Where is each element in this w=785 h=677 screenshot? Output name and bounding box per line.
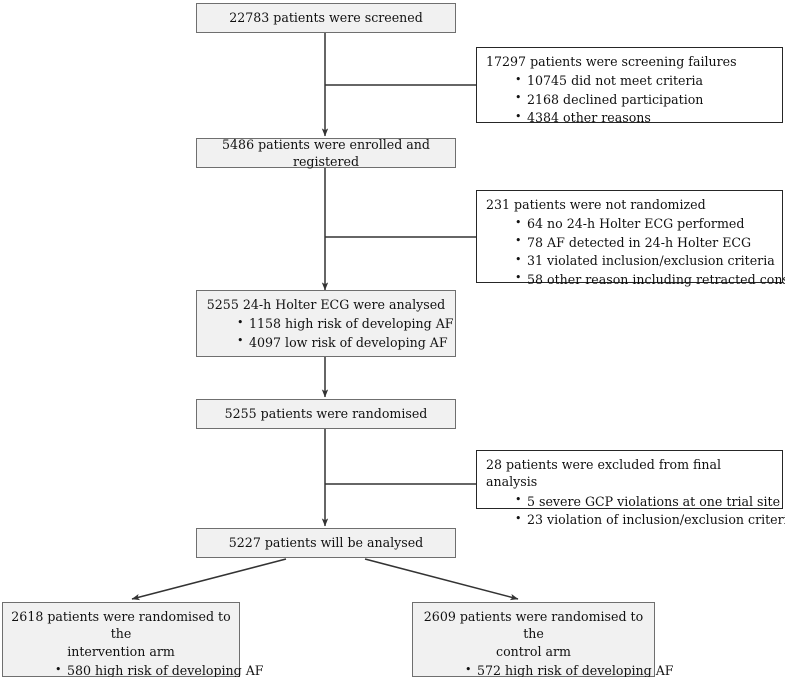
node-randomised: 5255 patients were randomised <box>196 399 456 429</box>
node-holter-analysed-bullets: 1158 high risk of developing AF 4097 low… <box>235 315 455 351</box>
list-item: 5 severe GCP violations at one trial sit… <box>513 492 782 510</box>
node-intervention-arm-bullets: 580 high risk of developing AF 2038 low … <box>53 662 264 677</box>
node-control-arm-bullets: 572 high risk of developing AF 2037 low … <box>463 662 674 677</box>
node-screening-failures: 17297 patients were screening failures 1… <box>476 47 783 126</box>
node-enrolled-title: 5486 patients were enrolled and register… <box>222 136 430 169</box>
node-screened-title: 22783 patients were screened <box>229 10 423 26</box>
node-excluded-bullets: 5 severe GCP violations at one trial sit… <box>513 492 785 529</box>
node-screening-failures-bullets: 10745 did not meet criteria 2168 decline… <box>513 72 782 126</box>
list-item: 4097 low risk of developing AF <box>235 333 455 351</box>
node-intervention-arm: 2618 patients were randomised to the int… <box>2 602 264 677</box>
node-screened: 22783 patients were screened <box>196 3 456 33</box>
list-item: 64 no 24-h Holter ECG performed <box>513 215 782 232</box>
list-item: 572 high risk of developing AF <box>463 662 674 677</box>
list-item: 1158 high risk of developing AF <box>235 315 455 332</box>
node-will-be-analysed: 5227 patients will be analysed <box>196 528 456 558</box>
list-item: 23 violation of inclusion/exclusion crit… <box>513 511 785 528</box>
node-excluded-title: 28 patients were excluded from final ana… <box>486 457 722 490</box>
node-will-be-analysed-title: 5227 patients will be analysed <box>228 535 424 551</box>
list-item: 4384 other reasons <box>513 109 782 126</box>
list-item: 58 other reason including retracted cons… <box>513 270 785 288</box>
node-holter-analysed: 5255 24-h Holter ECG were analysed 1158 … <box>196 290 456 357</box>
node-enrolled: 5486 patients were enrolled and register… <box>196 136 456 169</box>
node-control-arm: 2609 patients were randomised to the con… <box>412 602 674 677</box>
list-item: 31 violated inclusion/exclusion criteria <box>513 252 782 269</box>
node-control-arm-title: 2609 patients were randomised to the con… <box>423 609 644 659</box>
list-item: 78 AF detected in 24-h Holter ECG <box>513 233 782 251</box>
list-item: 2168 declined participation <box>513 90 782 108</box>
node-not-randomized-bullets: 64 no 24-h Holter ECG performed 78 AF de… <box>513 215 785 288</box>
node-screening-failures-title: 17297 patients were screening failures <box>486 54 737 69</box>
node-excluded: 28 patients were excluded from final ana… <box>476 450 785 527</box>
node-randomised-title: 5255 patients were randomised <box>224 406 428 422</box>
connector-split-to-intervention-arm <box>131 558 287 601</box>
node-not-randomized: 231 patients were not randomized 64 no 2… <box>476 190 785 287</box>
list-item: 10745 did not meet criteria <box>513 72 782 89</box>
list-item: 580 high risk of developing AF <box>53 662 264 677</box>
node-not-randomized-title: 231 patients were not randomized <box>486 197 706 212</box>
connector-split-to-control-arm <box>364 558 519 601</box>
node-holter-analysed-title: 5255 24-h Holter ECG were analysed <box>206 297 446 312</box>
node-intervention-arm-title: 2618 patients were randomised to the int… <box>11 609 231 659</box>
